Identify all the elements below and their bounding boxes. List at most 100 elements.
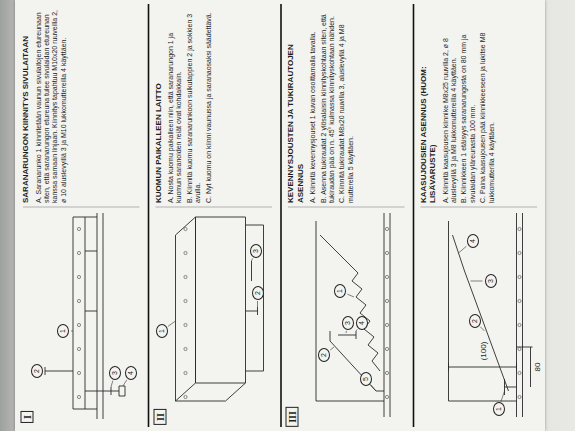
callout-number: 3	[109, 366, 121, 380]
section-rule	[148, 4, 150, 427]
section-figure	[316, 213, 390, 417]
figure-stroke	[73, 217, 85, 409]
instruction-step: A. Kiinnitä kaasujousen kiinnike M8x25 r…	[442, 7, 459, 203]
frame-hole	[385, 251, 388, 254]
frame-hole	[385, 299, 388, 302]
figure-stroke	[45, 371, 73, 372]
frame-hole	[77, 371, 80, 374]
frame-hole	[518, 395, 521, 398]
instruction-section: KAASUJOUSIEN ASENNUS (HUOM: LISÄVARUSTE)…	[413, 0, 546, 431]
instruction-step: B. Asenna tukiraudat 2 ylösalaisin kiinn…	[320, 7, 337, 203]
frame-hole	[385, 323, 388, 326]
frame-hole	[184, 227, 187, 230]
callout-number: 2	[31, 364, 43, 378]
frame-hole	[77, 227, 80, 230]
figure-stroke	[103, 213, 104, 419]
frame-hole	[184, 395, 187, 398]
figure-stroke	[111, 387, 112, 395]
section-text: KEVENNYSJOUSTEN JA TUKIRAUTOJEN ASENNUSA…	[286, 7, 357, 203]
figure-stroke	[85, 391, 119, 392]
callout-number: 5	[360, 372, 372, 386]
frame-hole	[77, 299, 80, 302]
instruction-step: A. Kiinnitä kevennysjouset 1 kuvan osoit…	[309, 7, 317, 203]
callout-number: 2	[252, 286, 264, 300]
frame-hole	[77, 395, 80, 398]
figure-stroke	[45, 367, 46, 375]
column-rule	[156, 207, 273, 208]
column-rule	[23, 207, 140, 208]
frame-hole	[184, 299, 187, 302]
figure-stroke	[516, 213, 517, 417]
frame-hole	[77, 323, 80, 326]
leader-line	[501, 391, 504, 401]
dimension-label: (100)	[478, 342, 487, 361]
figure-stroke	[176, 217, 196, 401]
frame-hole	[518, 371, 521, 374]
leader-line	[71, 331, 73, 332]
frame-hole	[77, 347, 80, 350]
instruction-section: KEVENNYSJOUSTEN JA TUKIRAUTOJEN ASENNUSA…	[280, 0, 413, 431]
figure-stroke	[257, 307, 258, 315]
figure-stroke	[85, 311, 97, 312]
figure-stroke	[246, 225, 264, 371]
figure-stroke	[338, 335, 356, 336]
frame-hole	[518, 251, 521, 254]
figure-stroke	[176, 383, 246, 401]
section-text: KUOMUN PAIKALLEEN LAITTOA. Nosta kuomu p…	[154, 7, 216, 203]
section-heading: SARANARUNGON KIINNITYS SIVULAITAAN	[21, 7, 31, 203]
instruction-sheet: SARANARUNGON KIINNITYS SIVULAITAAN A. Sar…	[15, 0, 545, 431]
figure-stroke	[516, 363, 517, 371]
leader-line	[252, 258, 253, 261]
callout-number: 1	[57, 324, 69, 338]
callout-number: 2	[318, 348, 330, 362]
instruction-step: A. Nosta kuomu paikalleen niin, että sar…	[167, 7, 184, 203]
callout-number: 4	[467, 234, 479, 248]
callout-number: 4	[125, 366, 137, 380]
leader-line	[371, 385, 376, 391]
section-heading: KUOMUN PAIKALLEEN LAITTO	[154, 7, 164, 203]
frame-hole	[77, 251, 80, 254]
section-number: I	[21, 411, 34, 423]
figure-stroke	[119, 386, 125, 396]
leader-line	[111, 381, 113, 387]
leader-line	[347, 294, 354, 297]
instruction-step: C. Nyt kuomu on kiinni vaunussa ja saran…	[205, 7, 213, 203]
leader-line	[459, 246, 467, 253]
figure-stroke	[505, 387, 517, 388]
instruction-step: B. Kiinnikkeen 1 etäisyys saranarungosta…	[460, 7, 477, 203]
leader-line	[471, 281, 483, 282]
figure-stroke	[390, 213, 391, 417]
section-number: II	[153, 409, 166, 425]
leader-line	[168, 321, 175, 326]
instruction-section: KUOMUN PAIKALLEEN LAITTOA. Nosta kuomu p…	[148, 0, 281, 431]
callout-number: 3	[342, 316, 354, 330]
section-rule	[280, 4, 282, 427]
instruction-step: A. Saranarunko 1 kiinnitetään vaunun siv…	[35, 7, 69, 203]
section-text: SARANARUNGON KIINNITYS SIVULAITAAN A. Sar…	[21, 7, 70, 203]
figure-stroke	[246, 311, 258, 312]
figure-stroke	[85, 251, 97, 252]
section-rule	[16, 4, 17, 427]
frame-hole	[518, 227, 521, 230]
callout-number: 3	[250, 244, 262, 258]
instruction-step: C. Paina kaasujousen pää kiinnikkeeseen …	[479, 7, 496, 203]
callout-number: 2	[469, 314, 481, 328]
frame-hole	[184, 251, 187, 254]
leader-line	[356, 329, 357, 331]
frame-hole	[518, 323, 521, 326]
frame-hole	[184, 323, 187, 326]
frame-hole	[385, 395, 388, 398]
frame-hole	[385, 347, 388, 350]
leader-line	[346, 331, 347, 333]
leader-line	[123, 380, 127, 386]
section-figure	[45, 213, 125, 419]
callout-number: 4	[356, 316, 368, 330]
frame-hole	[385, 275, 388, 278]
figure-stroke	[320, 235, 346, 261]
section-figure	[449, 213, 533, 417]
frame-hole	[518, 299, 521, 302]
section-text: KAASUJOUSIEN ASENNUS (HUOM: LISÄVARUSTE)…	[419, 7, 499, 203]
figure-stroke	[356, 331, 357, 339]
figure-stroke	[449, 367, 517, 368]
figure-stroke	[330, 331, 331, 341]
